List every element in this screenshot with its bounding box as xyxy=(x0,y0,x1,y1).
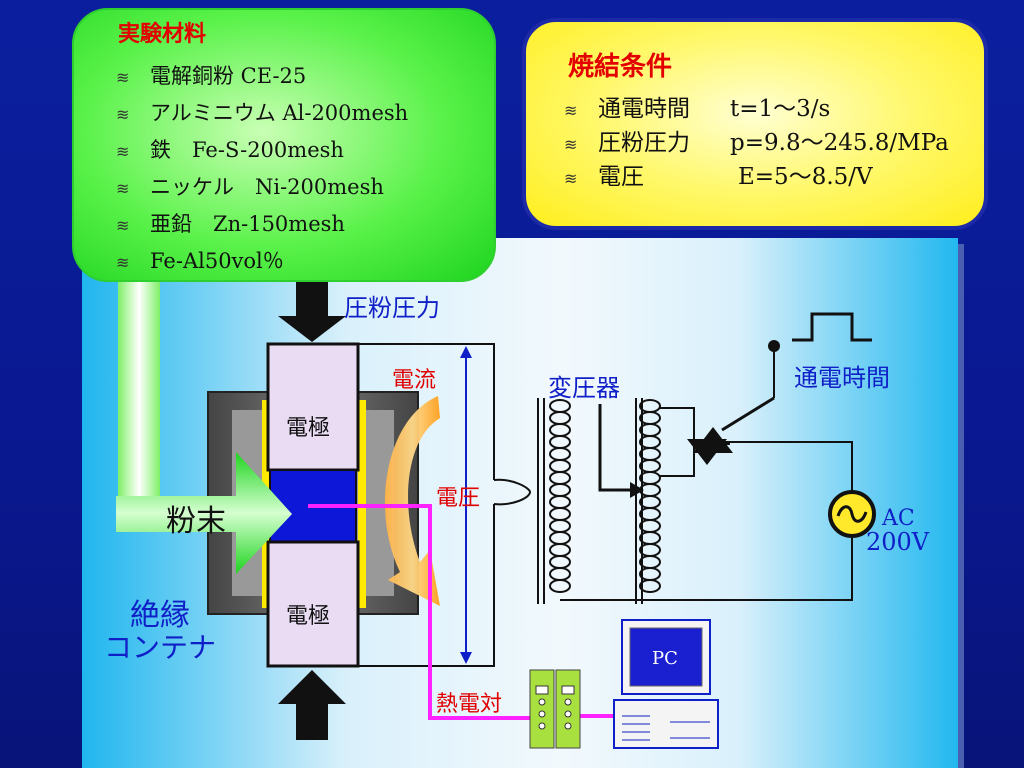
ac-source-icon xyxy=(828,490,876,538)
thermocouple-wire xyxy=(308,504,530,720)
bullet-wave-icon: ≋ xyxy=(116,68,130,87)
electrode-top xyxy=(266,342,360,472)
pc-icon xyxy=(613,619,719,749)
ac-label: AC xyxy=(882,506,915,531)
coil-turn xyxy=(549,471,571,485)
coil-turn xyxy=(549,459,571,473)
coil-turn xyxy=(549,567,571,581)
transformer-label: 変圧器 xyxy=(548,374,620,402)
bullet-wave-icon: ≋ xyxy=(116,142,130,161)
coil-turn xyxy=(549,555,571,569)
bullet-wave-icon: ≋ xyxy=(116,216,130,235)
coil-turn xyxy=(549,411,571,425)
list-item: ≋Fe-Al50vol％ xyxy=(116,243,408,280)
electrode-bottom xyxy=(266,540,360,668)
pressure-arrow-top xyxy=(278,278,346,342)
coil-turn xyxy=(549,579,571,593)
bullet-wave-icon: ≋ xyxy=(564,135,578,154)
powder-arrow xyxy=(116,452,292,574)
list-item: ≋アルミニウム Al-200mesh xyxy=(116,95,408,132)
coil-turn xyxy=(549,447,571,461)
list-item: ≋電解銅粉 CE-25 xyxy=(116,58,408,95)
coil-turn xyxy=(549,531,571,545)
materials-box: 実験材料 ≋電解銅粉 CE-25 ≋アルミニウム Al-200mesh ≋鉄 F… xyxy=(72,8,496,282)
bullet-wave-icon: ≋ xyxy=(116,179,130,198)
insulator-label-line1: 絶縁 xyxy=(130,598,190,633)
thyristor-icon xyxy=(687,340,780,465)
coil-turn xyxy=(549,435,571,449)
powder-label: 粉末 xyxy=(166,504,226,539)
pulse-icon xyxy=(792,312,872,342)
bullet-wave-icon: ≋ xyxy=(116,253,130,272)
coil-turn xyxy=(639,579,661,593)
electrode-bottom-label: 電極 xyxy=(286,604,331,629)
list-item: ≋鉄 Fe-S-200mesh xyxy=(116,132,408,169)
materials-title: 実験材料 xyxy=(118,21,207,47)
coil-turn xyxy=(549,519,571,533)
thermocouple-unit-icon xyxy=(529,669,581,749)
bullet-wave-icon: ≋ xyxy=(116,105,130,124)
insulator-label-line2: コンテナ xyxy=(104,631,217,664)
voltage-label: 電圧 xyxy=(436,486,481,511)
thermocouple-label: 熱電対 xyxy=(436,692,503,717)
pressure-arrow-bottom xyxy=(278,670,346,740)
pressure-label: 圧粉圧力 xyxy=(344,294,440,322)
powder-feed-pipe xyxy=(118,276,160,498)
bullet-wave-icon: ≋ xyxy=(564,101,578,120)
current-arc xyxy=(384,396,440,606)
coil-turn xyxy=(549,423,571,437)
coil-turn xyxy=(549,543,571,557)
coil-turn xyxy=(549,483,571,497)
conditions-title: 焼結条件 xyxy=(568,52,673,82)
energize-time-label: 通電時間 xyxy=(794,364,890,392)
bullet-wave-icon: ≋ xyxy=(564,169,578,188)
list-item: ≋ニッケル Ni-200mesh xyxy=(116,169,408,206)
transformer xyxy=(537,398,661,604)
list-item: ≋亜鉛 Zn-150mesh xyxy=(116,206,408,243)
coil-turn xyxy=(549,507,571,521)
ac-voltage-label: 200V xyxy=(866,528,930,556)
current-label: 電流 xyxy=(392,368,437,393)
coil-turn xyxy=(549,495,571,509)
electrode-top-label: 電極 xyxy=(286,416,331,441)
materials-list: ≋電解銅粉 CE-25 ≋アルミニウム Al-200mesh ≋鉄 Fe-S-2… xyxy=(116,58,408,280)
pc-label: PC xyxy=(652,648,678,669)
